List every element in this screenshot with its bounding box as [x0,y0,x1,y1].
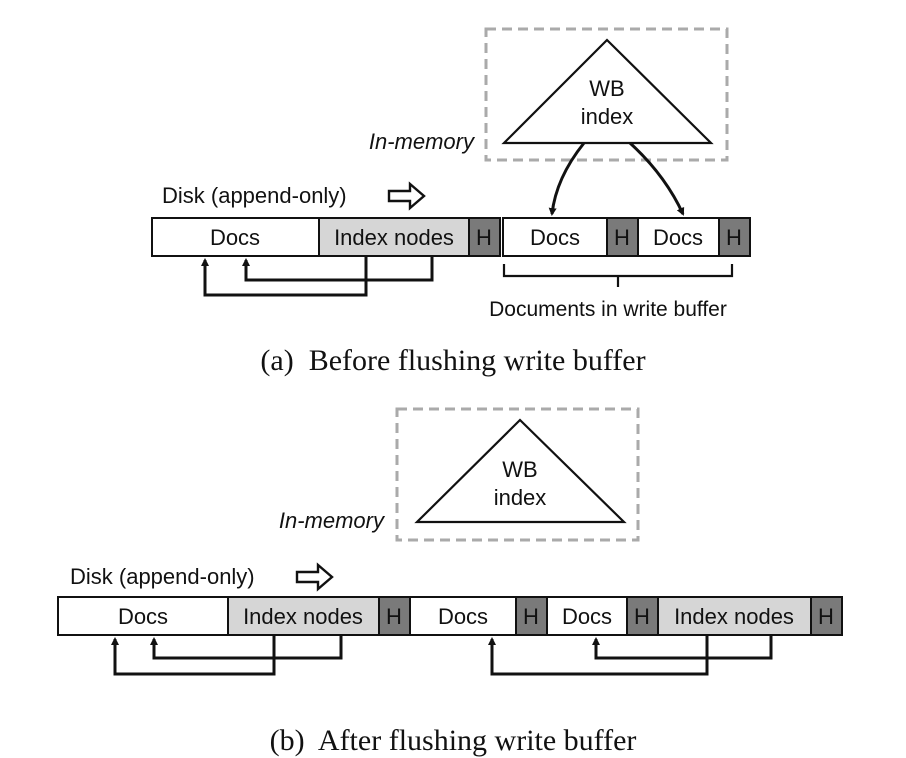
block-header [468,217,501,257]
index-pointer-link [242,256,434,282]
panel-a: WB index In-memory Disk (append-only) Do… [151,27,751,377]
block-header [606,217,639,257]
block-docs [637,217,720,257]
block-header [718,217,751,257]
index-pointer-link [201,256,368,297]
block-header [515,596,548,636]
block-docs [409,596,517,636]
wb-index-triangle [501,38,714,145]
block-header-label: H [726,225,742,250]
wb-index-label-line1: WB [502,457,537,482]
block-header [378,596,411,636]
in-memory-region [395,407,640,542]
disk-label: Disk (append-only) [162,183,347,208]
panel-b: WB index In-memory Disk (append-only) Do… [57,407,843,757]
index-pointer-link [488,635,709,676]
wb-index-label-line2: index [581,104,634,129]
block-docs-label: Docs [653,225,703,250]
index-pointer-link [150,635,343,660]
block-header-label: H [386,604,402,629]
block-header-label: H [523,604,539,629]
block-docs [502,217,608,257]
index-pointer-link [592,635,773,660]
index-pointer-link [111,635,276,676]
block-index-nodes-label: Index nodes [243,604,363,629]
disk-label: Disk (append-only) [70,564,255,589]
wb-index-pointer-arrow [548,142,586,216]
block-index-nodes [318,217,470,257]
append-direction-arrow [295,562,334,592]
block-header-label: H [634,604,650,629]
write-buffer-bracket [502,264,734,287]
block-header [810,596,843,636]
caption-b: (b) After flushing write buffer [270,724,637,757]
block-header-label: H [818,604,834,629]
in-memory-label: In-memory [279,508,386,533]
block-docs [546,596,628,636]
in-memory-region [484,27,729,162]
wb-index-triangle [414,418,627,524]
block-docs-label: Docs [210,225,260,250]
block-docs-label: Docs [530,225,580,250]
wb-index-pointer-arrow [628,141,685,216]
block-docs [151,217,320,257]
caption-a: (a) Before flushing write buffer [260,344,645,377]
wb-index-label-line2: index [494,485,547,510]
block-docs-label: Docs [118,604,168,629]
block-header-label: H [614,225,630,250]
append-direction-arrow [387,181,426,211]
write-buffer-label: Documents in write buffer [489,298,727,321]
block-header [626,596,659,636]
block-index-nodes [227,596,380,636]
in-memory-label: In-memory [369,129,476,154]
block-docs-label: Docs [562,604,612,629]
block-docs-label: Docs [438,604,488,629]
block-docs [57,596,229,636]
wb-index-label-line1: WB [589,76,624,101]
block-index-nodes-label: Index nodes [674,604,794,629]
block-header-label: H [476,225,492,250]
block-index-nodes-label: Index nodes [334,225,454,250]
